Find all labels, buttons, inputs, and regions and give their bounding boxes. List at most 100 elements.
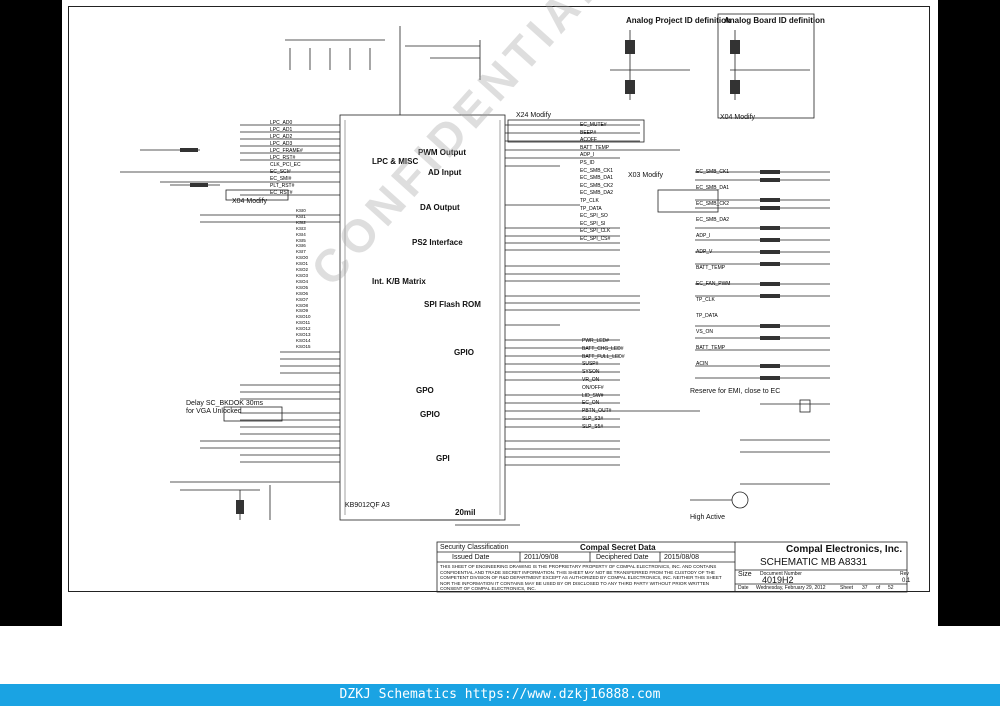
issued-date-label: Issued Date xyxy=(452,554,490,561)
net-label: VR_ON xyxy=(582,376,600,383)
net-label: BATT_TEMP xyxy=(696,345,726,351)
net-label: KSO5 xyxy=(296,284,309,290)
kb-matrix-label: Int. K/B Matrix xyxy=(372,277,426,286)
net-label: TP_DATA xyxy=(696,313,718,319)
x24-modify-note: X24 Modify xyxy=(516,112,552,119)
net-label: LPC_RST# xyxy=(270,155,296,161)
reserve-note: Reserve for EMI, close to EC xyxy=(690,388,781,395)
net-label: CLK_PCI_EC xyxy=(270,162,301,168)
net-label: KSI0 xyxy=(296,208,306,213)
ps2-interface-label: PS2 Interface xyxy=(412,238,463,247)
da-output-label: DA Output xyxy=(420,203,460,212)
date-label: Date xyxy=(738,585,749,591)
net-label: KSO13 xyxy=(296,332,311,338)
net-label: PS_ID xyxy=(580,159,595,166)
net-label: SYSON xyxy=(582,369,600,376)
net-label: EC_SMB_DA1 xyxy=(696,185,730,191)
gpo-label: GPO xyxy=(416,386,434,395)
net-label: KSI7 xyxy=(296,249,306,255)
net-label: KSI1 xyxy=(296,213,306,219)
total-sheets: 52 xyxy=(888,585,894,591)
net-label: EC_SPI_SI xyxy=(580,220,606,227)
net-label: ADP_I xyxy=(696,233,711,239)
net-label: BATT_TEMP xyxy=(580,144,610,151)
net-label: PBTN_OUT# xyxy=(582,408,612,415)
left-black-bar xyxy=(0,0,62,626)
net-label: TP_DATA xyxy=(580,205,602,212)
net-label: SLP_S3# xyxy=(582,415,604,422)
net-label: SLP_S5# xyxy=(582,423,604,430)
sheet-value: 37 xyxy=(862,585,868,591)
net-label: EC_FAN_PWM xyxy=(696,281,731,287)
gpio-label-2: GPIO xyxy=(420,410,441,419)
net-label: EC_SMB_DA2 xyxy=(696,217,730,223)
doc-title: SCHEMATIC MB A8331 xyxy=(760,557,868,568)
date-value: Wednesday, February 29, 2012 xyxy=(756,585,826,591)
delay-note: Delay SC_BKDOK 30ms xyxy=(186,400,264,407)
net-label: VS_ON xyxy=(696,329,713,335)
doc-number-label: Document Number xyxy=(760,571,802,577)
x04-modify-note: X04 Modify xyxy=(232,198,268,205)
net-label: BATT_CHG_LED# xyxy=(582,345,624,352)
net-label: TP_CLK xyxy=(696,297,715,303)
size-label: Size xyxy=(738,571,752,578)
net-label: EC_SMB_DA2 xyxy=(580,190,614,197)
net-label: KSO3 xyxy=(296,272,309,278)
sheet-label: Sheet xyxy=(840,585,854,591)
net-label: EC_SPI_CLK xyxy=(580,228,611,235)
net-label: ACIN xyxy=(696,361,708,367)
net-label: TP_CLK xyxy=(580,197,599,204)
net-label: EC_SPI_CS# xyxy=(580,235,611,242)
net-label: LPC_AD2 xyxy=(270,134,293,140)
net-label: EC_SCI# xyxy=(270,169,291,175)
net-label: KSO15 xyxy=(296,343,311,349)
net-label: EC_SMB_CK2 xyxy=(580,182,614,189)
net-label: SUSP# xyxy=(582,361,599,368)
net-label: KSO14 xyxy=(296,337,311,343)
net-label: EC_ON xyxy=(582,400,600,407)
net-label: KSO1 xyxy=(296,261,309,267)
security-classification: Security Classification xyxy=(440,544,509,551)
rev-label: Rev xyxy=(900,571,909,577)
footer-banner: DZKJ Schematics https://www.dzkj16888.co… xyxy=(0,684,1000,706)
deciphered-date: 2015/08/08 xyxy=(664,554,700,561)
deciphered-date-label: Deciphered Date xyxy=(596,554,649,561)
issued-date: 2011/09/08 xyxy=(524,554,559,561)
net-label: KSO7 xyxy=(296,296,309,302)
net-label: EC_SMI# xyxy=(270,176,292,182)
ad-input-label: AD Input xyxy=(428,168,462,177)
net-label: KSI3 xyxy=(296,225,306,231)
net-label: BATT_TEMP xyxy=(696,265,726,271)
net-label: KSI4 xyxy=(296,231,306,237)
net-label: KSO2 xyxy=(296,267,309,273)
net-label: KSO0 xyxy=(296,255,309,261)
analog-board-id-title: Analog Board ID definition xyxy=(724,16,825,25)
net-label: ADP_I xyxy=(580,152,595,159)
net-label: EC_SMB_DA1 xyxy=(580,175,614,182)
net-label: PLT_RST# xyxy=(270,183,295,189)
x03-modify-note: X03 Modify xyxy=(628,172,664,179)
net-label: KSO12 xyxy=(296,326,311,332)
schematic-drawing xyxy=(120,13,908,593)
net-label: KSO8 xyxy=(296,302,309,308)
net-label: KSI2 xyxy=(296,219,306,225)
net-label: EC_SMB_CK1 xyxy=(696,169,730,175)
net-label: KSO9 xyxy=(296,308,309,314)
net-label: KSI6 xyxy=(296,243,306,249)
right-black-bar xyxy=(938,0,1000,626)
lpc-misc-label: LPC & MISC xyxy=(372,157,419,166)
doc-number: 4019H2 xyxy=(762,575,794,585)
right-mid-net-list: PWR_LED#BATT_CHG_LED#BATT_FULL_LED#SUSP#… xyxy=(582,338,625,432)
net-label: KSO10 xyxy=(296,314,311,320)
net-label: LPC_FRAME# xyxy=(270,148,303,154)
net-label: EC_SPI_SO xyxy=(580,213,608,220)
net-label: LPC_AD3 xyxy=(270,141,293,147)
gpio-label-1: GPIO xyxy=(454,348,475,357)
pwm-output-label: PWM Output xyxy=(418,148,466,157)
net-label: KSO11 xyxy=(296,320,311,326)
net-label: KSO4 xyxy=(296,278,309,284)
of-label: of xyxy=(876,585,881,591)
